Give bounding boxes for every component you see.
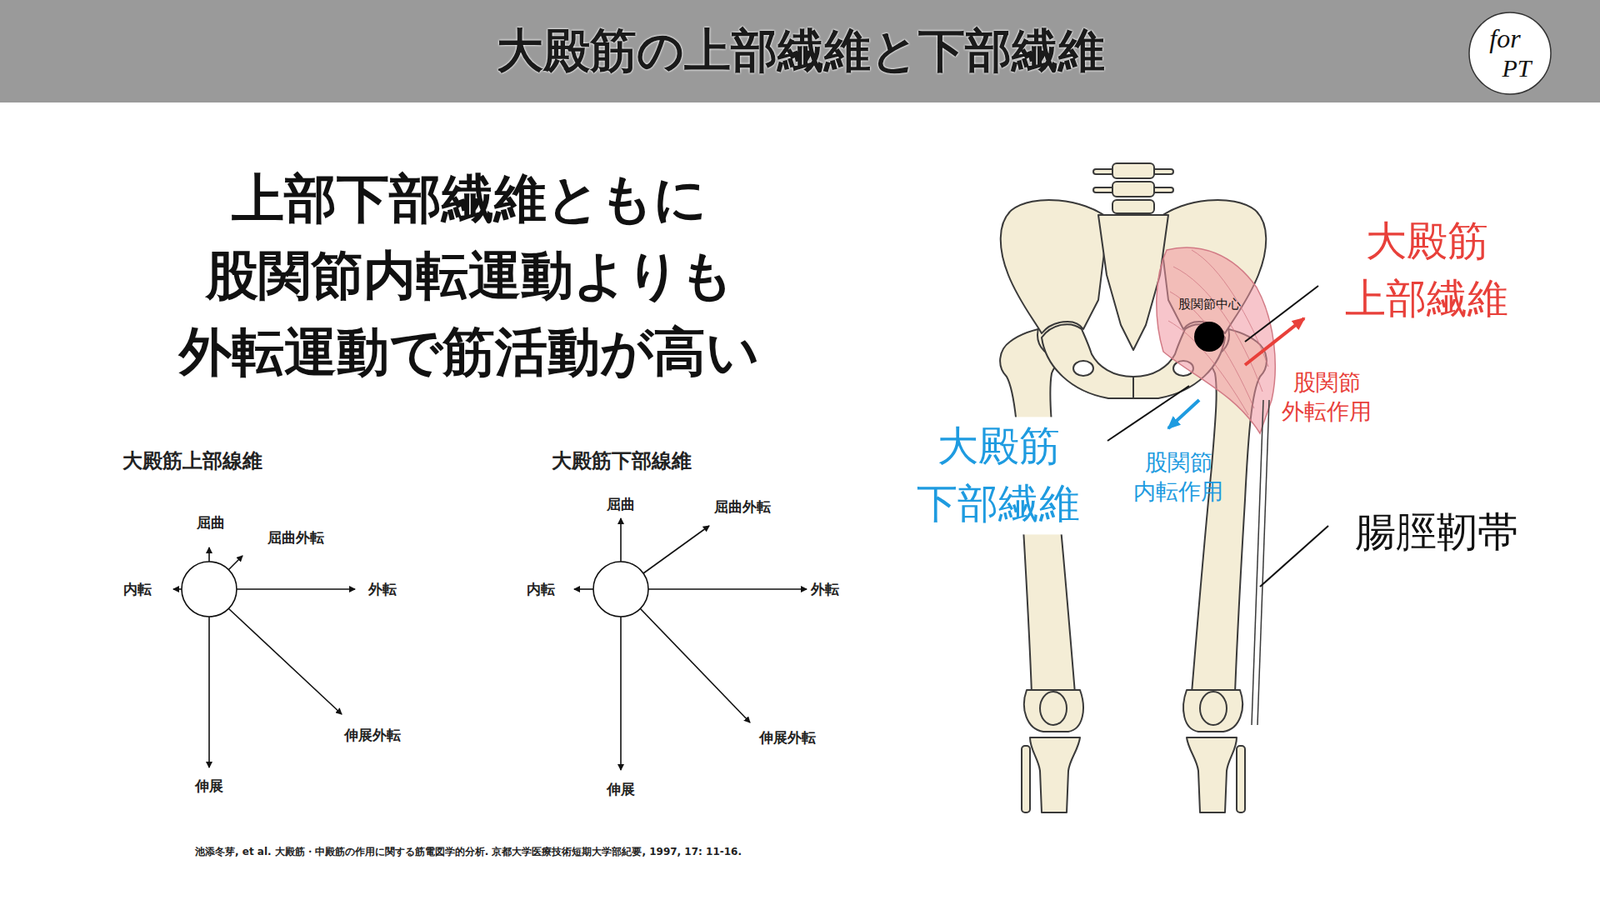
direction-label: 内転 bbox=[526, 580, 555, 600]
logo-circle bbox=[1469, 12, 1551, 95]
leader-line bbox=[1107, 285, 1329, 587]
muscle-label: 大殿筋 下部繊維 bbox=[906, 416, 1090, 535]
direction-label: 屈曲外転 bbox=[714, 497, 771, 517]
direction-label: 屈曲外転 bbox=[267, 528, 325, 548]
direction-label: 伸展外転 bbox=[759, 728, 816, 748]
vector-diagram bbox=[173, 547, 355, 768]
gluteus-maximus bbox=[1156, 247, 1275, 434]
citation: 池添冬芽, et al. 大殿筋・中殿筋の作用に関する筋電図学的分析. 京都大学… bbox=[195, 845, 742, 860]
direction-label: 伸展外転 bbox=[344, 725, 401, 745]
iliotibial-band bbox=[1251, 400, 1270, 725]
direction-label: 外転 bbox=[810, 580, 840, 600]
direction-label: 屈曲 bbox=[606, 495, 635, 515]
adduction-arrow bbox=[1168, 400, 1200, 429]
action-label: 股関節 外転作用 bbox=[1275, 367, 1380, 426]
direction-label: 内転 bbox=[123, 580, 152, 600]
direction-label: 屈曲 bbox=[196, 513, 225, 533]
muscle-label: 大殿筋 上部繊維 bbox=[1335, 213, 1519, 328]
logo-text: PT bbox=[1501, 54, 1531, 83]
abduction-arrow bbox=[1245, 318, 1305, 365]
direction-label: 伸展 bbox=[195, 776, 224, 796]
diagram-heading: 大殿筋下部線維 bbox=[551, 447, 692, 475]
diagram-heading: 大殿筋上部線維 bbox=[122, 447, 263, 475]
logo-text: for bbox=[1489, 23, 1520, 55]
direction-label: 伸展 bbox=[606, 780, 635, 800]
action-label: 股関節 内転作用 bbox=[1126, 447, 1231, 506]
direction-label: 外転 bbox=[368, 580, 397, 600]
key-message: 上部下部繊維ともに 股関節内転運動よりも 外転運動で筋活動が高い bbox=[152, 160, 786, 391]
joint-center-label: 股関節中心 bbox=[1178, 296, 1241, 313]
structure-label: 腸脛靭帯 bbox=[1355, 505, 1519, 560]
slide-title: 大殿筋の上部繊維と下部繊維 bbox=[496, 20, 1105, 84]
